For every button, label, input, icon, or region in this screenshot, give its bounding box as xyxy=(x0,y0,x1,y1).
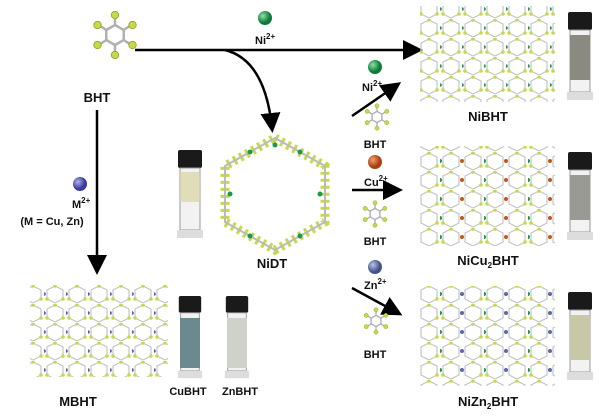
nidt-structure xyxy=(220,132,330,256)
ni-ion-top-label: Ni2+ xyxy=(255,32,275,47)
zn-ion-ball xyxy=(368,260,382,274)
arrow-to-nizn2bht xyxy=(351,286,403,316)
reagent-bht-label: BHT xyxy=(364,139,387,151)
nicu2bht-label: NiCu2BHT xyxy=(457,253,519,270)
bht-molecule-small xyxy=(363,307,389,335)
reagent-bht-label: BHT xyxy=(364,236,387,248)
bht-molecule-small xyxy=(362,200,388,228)
cubht-label: CuBHT xyxy=(169,386,207,398)
nicu2bht-lattice xyxy=(420,146,555,246)
ni-ion-mid-label: Ni2+ xyxy=(362,79,382,94)
bht-molecule-small xyxy=(364,103,390,131)
m-ion-ball xyxy=(73,177,87,191)
arrow-to-nidt xyxy=(224,48,281,133)
nibht-lattice xyxy=(420,6,555,102)
bht-label: BHT xyxy=(84,90,111,105)
m-ion-label: M2+ xyxy=(72,196,91,211)
nizn2bht-label: NiZn2BHT xyxy=(458,394,518,411)
cu-ion-label: Cu2+ xyxy=(364,174,388,189)
reagent-bht-label: BHT xyxy=(364,349,387,361)
zn-ion-label: Zn2+ xyxy=(364,277,387,292)
znbht-label: ZnBHT xyxy=(222,386,258,398)
arrow-to-nibht-mid xyxy=(351,82,402,118)
nizn2bht-lattice xyxy=(420,286,555,386)
m-note: (M = Cu, Zn) xyxy=(20,216,84,228)
mbht-lattice xyxy=(30,285,168,377)
nidt-label: NiDT xyxy=(257,256,287,271)
ni-ion-ball-mid xyxy=(368,60,382,74)
bht-molecule xyxy=(92,10,138,60)
mbht-label: MBHT xyxy=(59,394,97,409)
nibht-label: NiBHT xyxy=(468,109,508,124)
ni-ion-ball xyxy=(258,11,272,25)
cu-ion-ball xyxy=(368,155,382,169)
